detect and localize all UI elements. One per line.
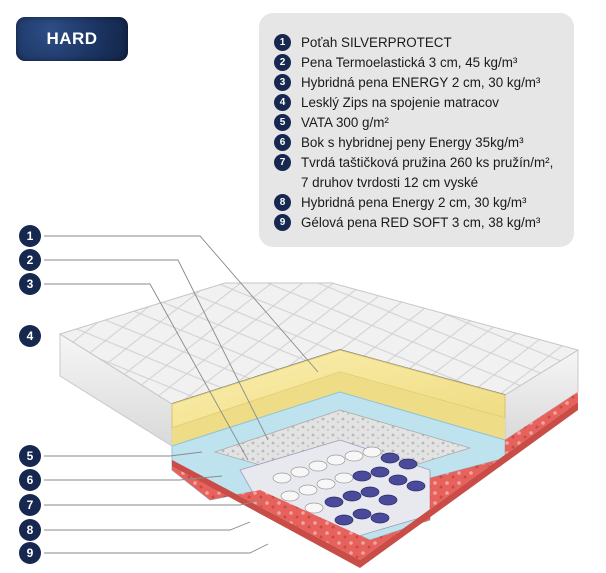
callout-2: 2 [19, 249, 41, 271]
callout-1: 1 [19, 225, 41, 247]
legend-item: 1 Poťah SILVERPROTECT [274, 33, 574, 53]
legend-number-badge: 3 [274, 74, 291, 91]
legend-number-badge: 4 [274, 94, 291, 111]
legend-panel: 1 Poťah SILVERPROTECT 2 Pena Termoelasti… [259, 13, 574, 247]
legend-item-text: Poťah SILVERPROTECT [301, 35, 452, 50]
legend-item: 8 Hybridná pena Energy 2 cm, 30 kg/m³ [274, 193, 574, 213]
legend-number-badge: 7 [274, 154, 291, 171]
legend-number-badge: 5 [274, 114, 291, 131]
hardness-badge: HARD [16, 17, 128, 61]
legend-item-text: Hybridná pena Energy 2 cm, 30 kg/m³ [301, 195, 527, 210]
legend-item-text: 7 druhov tvrdosti 12 cm vyské [301, 175, 479, 190]
legend-number-badge: 8 [274, 194, 291, 211]
hardness-label: HARD [46, 29, 98, 48]
callout-4: 4 [19, 325, 41, 347]
legend-item-text: Pena Termoelastická 3 cm, 45 kg/m³ [301, 55, 518, 70]
callout-8: 8 [19, 519, 41, 541]
legend-item-continuation: 7 druhov tvrdosti 12 cm vyské [274, 173, 574, 193]
callout-leader-lines [44, 235, 319, 554]
pocket-springs [272, 446, 426, 526]
legend-item-text: Tvrdá taštičková pružina 260 ks pružín/m… [301, 155, 554, 170]
legend-item: 3 Hybridná pena ENERGY 2 cm, 30 kg/m³ [274, 73, 574, 93]
legend-item-text: VATA 300 g/m² [301, 115, 389, 130]
callout-6: 6 [19, 469, 41, 491]
legend-number-badge: 1 [274, 34, 291, 51]
legend-item-text: Bok s hybridnej peny Energy 35kg/m³ [301, 135, 524, 150]
callout-9: 9 [19, 542, 41, 564]
legend-item: 9 Gélová pena RED SOFT 3 cm, 38 kg/m³ [274, 213, 574, 233]
legend-number-badge: 9 [274, 214, 291, 231]
callout-3: 3 [19, 273, 41, 295]
callout-5: 5 [19, 445, 41, 467]
legend-item: 2 Pena Termoelastická 3 cm, 45 kg/m³ [274, 53, 574, 73]
legend-item: 5 VATA 300 g/m² [274, 113, 574, 133]
callout-7: 7 [19, 494, 41, 516]
legend-item: 7 Tvrdá taštičková pružina 260 ks pružín… [274, 153, 574, 173]
legend-item-text: Lesklý Zips na spojenie matracov [301, 95, 499, 110]
legend-item-text: Hybridná pena ENERGY 2 cm, 30 kg/m³ [301, 75, 541, 90]
legend-number-badge: 6 [274, 134, 291, 151]
legend-item: 4 Lesklý Zips na spojenie matracov [274, 93, 574, 113]
legend-number-badge: 2 [274, 54, 291, 71]
legend-item: 6 Bok s hybridnej peny Energy 35kg/m³ [274, 133, 574, 153]
legend-item-text: Gélová pena RED SOFT 3 cm, 38 kg/m³ [301, 215, 541, 230]
